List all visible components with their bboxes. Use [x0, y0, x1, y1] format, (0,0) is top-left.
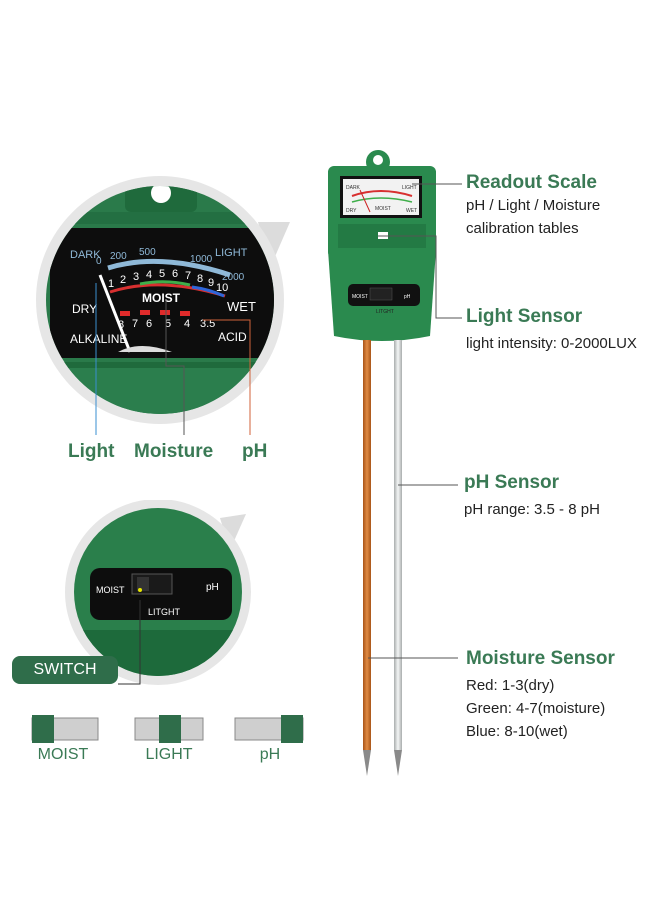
gauge-moist-tick: 9 — [208, 277, 214, 289]
switch-zoom-ph: pH — [206, 582, 219, 593]
gauge-moist-tick: 8 — [197, 273, 203, 285]
device-switch-litght: LITGHT — [376, 309, 394, 315]
feature-moisture-sensor: Moisture Sensor Red: 1-3(dry) Green: 4-7… — [466, 648, 615, 743]
feature-readout-scale: Readout Scale pH / Light / Moisture cali… — [466, 172, 600, 240]
gauge-moist-label: MOIST — [142, 291, 181, 305]
gauge-alkaline-label: ALKALINE — [70, 332, 127, 346]
gauge-ph-tick: 6 — [146, 318, 152, 330]
switch-position-ph: pH — [259, 746, 281, 763]
feature-desc: Green: 4-7(moisture) — [466, 700, 606, 717]
gauge-light-tick: 2000 — [222, 272, 245, 283]
mini-wet-label: WET — [406, 208, 417, 214]
callout-moisture: Moisture — [134, 441, 214, 462]
gauge-moist-tick: 10 — [216, 282, 228, 294]
switch-zoom-litght: LITGHT — [148, 607, 181, 617]
gauge-dark-label: DARK — [70, 249, 101, 261]
gauge-ph-tick: 3.5 — [200, 318, 215, 330]
switch-position-light: LIGHT — [145, 746, 193, 763]
feature-title: Moisture Sensor — [466, 648, 615, 669]
gauge-light-label: LIGHT — [215, 247, 248, 259]
feature-desc: pH range: 3.5 - 8 pH — [464, 501, 600, 518]
feature-ph-sensor: pH Sensor pH range: 3.5 - 8 pH — [464, 472, 600, 521]
feature-title: pH Sensor — [464, 472, 560, 493]
callout-light: Light — [68, 441, 115, 462]
gauge-wet-label: WET — [227, 299, 256, 314]
gauge-ph-tick: 4 — [184, 318, 190, 330]
feature-desc: Blue: 8-10(wet) — [466, 723, 568, 740]
device-switch-ph: pH — [404, 294, 411, 300]
feature-desc: pH / Light / Moisture — [466, 197, 601, 214]
gauge-dry-label: DRY — [72, 302, 97, 316]
switch-zoom-moist: MOIST — [96, 585, 125, 595]
gauge-acid-label: ACID — [218, 330, 247, 344]
mini-dry-label: DRY — [346, 208, 357, 214]
gauge-moist-tick: 7 — [185, 270, 191, 282]
mini-dark-label: DARK — [346, 185, 361, 191]
gauge-light-tick: 200 — [110, 251, 127, 262]
gauge-zoom-illustration: DARK LIGHT 0 200 500 1000 2000 1 2 3 4 5… — [36, 176, 290, 435]
device-switch-moist: MOIST — [352, 294, 368, 300]
gauge-moist-tick: 4 — [146, 269, 152, 281]
callout-ph: pH — [242, 441, 268, 462]
feature-light-sensor: Light Sensor light intensity: 0-2000LUX — [466, 306, 637, 355]
feature-desc: Red: 1-3(dry) — [466, 677, 555, 694]
switch-tag: SWITCH — [12, 656, 118, 684]
gauge-moist-tick: 3 — [133, 271, 139, 283]
soil-meter-device: DARK LIGHT DRY MOIST WET MOIST pH LITGHT — [328, 150, 436, 776]
switch-positions — [31, 715, 304, 743]
gauge-light-tick: 1000 — [190, 254, 213, 265]
switch-position-moist: MOIST — [37, 746, 89, 763]
gauge-moist-tick: 1 — [108, 278, 114, 290]
gauge-ph-tick: 5 — [165, 318, 171, 330]
gauge-moist-tick: 2 — [120, 274, 126, 286]
gauge-ph-tick: 8 — [118, 319, 124, 331]
gauge-light-tick: 0 — [96, 256, 102, 267]
mini-moist-label: MOIST — [375, 206, 391, 212]
feature-desc: light intensity: 0-2000LUX — [466, 335, 637, 352]
gauge-moist-tick: 6 — [172, 268, 178, 280]
gauge-light-tick: 500 — [139, 247, 156, 258]
switch-zoom-illustration: MOIST pH LITGHT — [65, 500, 251, 685]
feature-desc: calibration tables — [466, 220, 579, 237]
feature-title: Light Sensor — [466, 306, 583, 327]
gauge-moist-tick: 5 — [159, 268, 165, 280]
feature-title: Readout Scale — [466, 172, 597, 193]
gauge-ph-tick: 7 — [132, 318, 138, 330]
mini-light-label: LIGHT — [402, 185, 417, 191]
